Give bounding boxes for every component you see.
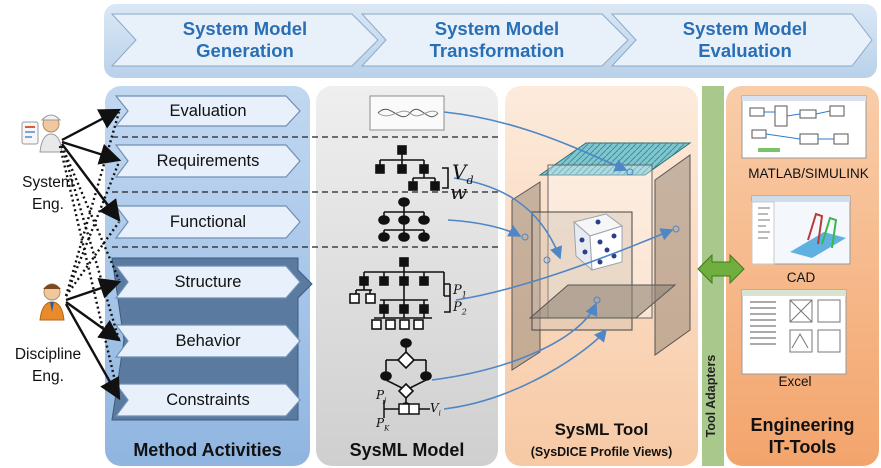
role-system-eng-line2: Eng. (32, 196, 64, 213)
role-discipline-eng-line1: Discipline (14, 346, 82, 363)
activity-behavior[interactable]: Behavior (175, 331, 241, 350)
evaluation-chart-glyph (369, 95, 445, 131)
symbol-pk: PK (376, 416, 389, 432)
matlab-simulink-screenshot (741, 95, 867, 159)
phase-chevron-1 (110, 13, 379, 67)
symbol-p1-main: P (453, 283, 462, 298)
discipline-engineer-icon (39, 283, 65, 321)
excel-screenshot (741, 289, 847, 375)
symbol-p1: P1 (453, 283, 467, 300)
activity-shape-behavior[interactable] (114, 324, 301, 358)
phase-chevron-3 (610, 13, 873, 67)
cube-bottom-layer (528, 284, 677, 319)
cube-right-face (654, 154, 691, 356)
phase-generation-line1: System Model (182, 18, 308, 39)
symbol-vi-sub: i (438, 409, 441, 418)
symbol-vi-main: V (430, 401, 439, 415)
symbol-pj-sub: j (384, 396, 387, 405)
panel-title-engineering-line2: IT-Tools (768, 437, 837, 457)
phase-chevron-2 (360, 13, 629, 67)
activity-shape-evaluation[interactable] (114, 95, 301, 127)
activity-evaluation[interactable]: Evaluation (169, 101, 247, 120)
system-engineer-arrows (61, 108, 122, 222)
activity-chevrons (114, 95, 301, 417)
symbol-vd: Vd (452, 160, 474, 187)
activity-structure[interactable]: Structure (174, 272, 242, 291)
discipline-engineer-dotted-links (64, 111, 121, 297)
symbol-vi: Vi (430, 401, 441, 417)
panel-title-engineering: Engineering IT-Tools (726, 414, 879, 458)
symbol-vd-main: V (452, 160, 467, 184)
phase-transformation-line2: Transformation (429, 40, 565, 61)
symbol-p1-sub: 1 (461, 290, 467, 300)
role-system-eng-line1: System (22, 174, 74, 191)
activity-shape-functional[interactable] (114, 205, 301, 239)
activity-shape-requirements[interactable] (114, 144, 301, 178)
functional-tree-glyph (378, 197, 430, 242)
system-engineer-dotted-links (58, 145, 121, 399)
activity-functional[interactable]: Functional (169, 212, 247, 231)
tool-label-excel: Excel (778, 374, 812, 389)
activity-constraints[interactable]: Constraints (166, 390, 250, 409)
activity-shape-structure[interactable] (114, 265, 301, 299)
activity-requirements[interactable]: Requirements (156, 151, 260, 170)
role-system-eng: System Eng. (6, 172, 90, 216)
symbol-p2-main: P (453, 300, 462, 315)
symbol-vd-sub: d (466, 174, 474, 187)
discipline-engineer-arrows (64, 277, 122, 401)
panel-title-sysml-model: SysML Model (349, 440, 465, 460)
role-discipline-eng: Discipline Eng. (2, 344, 94, 388)
sysml-model-panel (316, 86, 498, 466)
panel-title-engineering-line1: Engineering (750, 415, 855, 435)
transformation-arrows (431, 111, 674, 410)
symbol-pj: Pj (376, 388, 386, 404)
phase-generation-line2: Generation (196, 40, 294, 61)
symbol-w: w (450, 180, 468, 204)
symbol-pj-main: P (376, 388, 385, 402)
panel-title-sysml-tool: SysML Tool (554, 420, 649, 439)
tool-adapters-label: Tool Adapters (704, 354, 718, 438)
behavior-flow-glyph (380, 338, 432, 410)
constraint-block-glyph (383, 400, 430, 418)
panel-subtitle-sysml-tool: (SysDICE Profile Views) (530, 445, 673, 459)
symbol-p2-sub: 2 (461, 307, 467, 317)
phase-transformation-line1: System Model (434, 18, 560, 39)
tool-label-matlab: MATLAB/SIMULINK (748, 166, 869, 181)
separator-lines (112, 136, 498, 248)
structure-tree-glyph (349, 257, 451, 330)
system-engineer-icon (21, 114, 63, 153)
symbol-pk-main: P (376, 416, 385, 430)
tool-adapter-double-arrow-icon (697, 253, 745, 285)
role-discipline-eng-line2: Eng. (32, 368, 64, 385)
symbol-p2: P2 (453, 300, 467, 317)
sysml-tool-cube (511, 142, 692, 371)
phase-evaluation-line2: Evaluation (698, 40, 792, 61)
tool-label-cad: CAD (786, 270, 816, 285)
activity-shape-constraints[interactable] (114, 383, 301, 417)
requirements-tree-glyph (375, 145, 449, 191)
symbol-pk-sub: K (384, 424, 390, 433)
cad-screenshot (751, 195, 851, 265)
panel-title-method-activities: Method Activities (133, 440, 282, 460)
phase-evaluation-line1: System Model (682, 18, 808, 39)
